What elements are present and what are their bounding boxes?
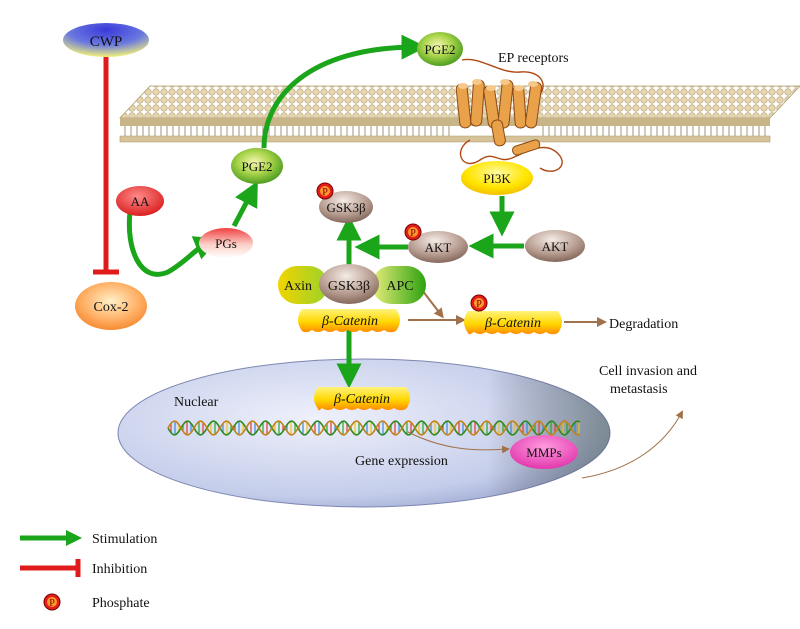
arrow-aa-to-pgs (126, 211, 220, 277)
aa-node: AA (116, 186, 164, 216)
dna-strand (167, 420, 581, 436)
legend-inhibition-label: Inhibition (92, 562, 147, 577)
nuclear-label: Nuclear (174, 395, 219, 410)
beta-catenin-phospho-label: β-Catenin (484, 316, 541, 331)
phosphate-letter: P (410, 228, 416, 239)
nucleus (117, 358, 611, 508)
ep-receptors-label: EP receptors (498, 51, 569, 66)
pge2-extracellular-node: PGE2 (417, 32, 463, 66)
arrow-complex-to-phospho-catenin (421, 289, 444, 319)
gene-expression-label: Gene expression (355, 454, 448, 469)
phosphate-marker-gsk3b: P (316, 182, 334, 200)
pge2-intracellular-node: PGE2 (231, 148, 283, 184)
beta-catenin-complex-node: β-Catenin (298, 309, 400, 333)
pi3k-node: PI3K (461, 161, 533, 195)
arrow-gene-to-mmps (407, 431, 510, 454)
gsk3b-complex-label: GSK3β (328, 279, 370, 294)
mmps-label: MMPs (526, 445, 561, 460)
legend-phosphate: P Phosphate (43, 593, 150, 611)
cwp-label: CWP (90, 34, 123, 50)
phosphate-letter: P (476, 299, 482, 310)
arrow-pgs-to-pge2 (231, 180, 258, 228)
pi3k-label: PI3K (483, 171, 511, 186)
phosphate-letter: P (322, 187, 328, 198)
inhibition-line-cwp-cox2 (93, 48, 119, 275)
cox2-node: Cox-2 (75, 282, 147, 330)
ep-receptor-graphic (455, 58, 563, 172)
pge2-extracellular-label: PGE2 (424, 42, 455, 57)
akt-phospho-node: AKT (408, 231, 468, 263)
cell-invasion-label-line2: metastasis (610, 382, 668, 397)
apc-label: APC (386, 279, 413, 294)
legend-phosphate-label: Phosphate (92, 596, 150, 611)
dna-strand (167, 420, 581, 436)
beta-catenin-nuclear-label: β-Catenin (333, 392, 390, 407)
dna-helix (167, 420, 581, 436)
arrow-pge2-to-ep (261, 34, 427, 149)
gsk3b-phospho-node: GSK3β (319, 191, 373, 223)
phosphate-marker-catenin: P (470, 294, 488, 312)
legend: Stimulation Inhibition P Phosphate (20, 530, 157, 611)
destruction-complex: Axin GSK3β APC (278, 264, 426, 304)
akt-phospho-label: AKT (425, 240, 452, 255)
gsk3b-phospho-label: GSK3β (326, 200, 366, 215)
aa-label: AA (131, 194, 150, 209)
arrow-to-invasion (581, 410, 683, 479)
axin-label: Axin (284, 279, 312, 294)
cwp-node: CWP (63, 23, 149, 57)
akt-label: AKT (542, 239, 569, 254)
degradation-label: Degradation (609, 317, 678, 332)
cell-invasion-label-line1: Cell invasion and (599, 364, 697, 379)
akt-node: AKT (525, 230, 585, 262)
legend-inhibition: Inhibition (20, 559, 147, 577)
legend-stimulation: Stimulation (20, 530, 157, 547)
beta-catenin-nuclear-node: β-Catenin (314, 387, 410, 411)
pge2-intracellular-label: PGE2 (241, 159, 272, 174)
beta-catenin-complex-label: β-Catenin (321, 314, 378, 329)
phosphate-letter: P (49, 598, 55, 609)
mmps-node: MMPs (510, 435, 578, 469)
pgs-label: PGs (215, 236, 237, 251)
legend-stimulation-label: Stimulation (92, 532, 157, 547)
phosphate-marker-akt: P (404, 223, 422, 241)
beta-catenin-phospho-node: β-Catenin (464, 311, 562, 335)
pgs-node: PGs (199, 228, 253, 258)
cox2-label: Cox-2 (94, 300, 129, 315)
